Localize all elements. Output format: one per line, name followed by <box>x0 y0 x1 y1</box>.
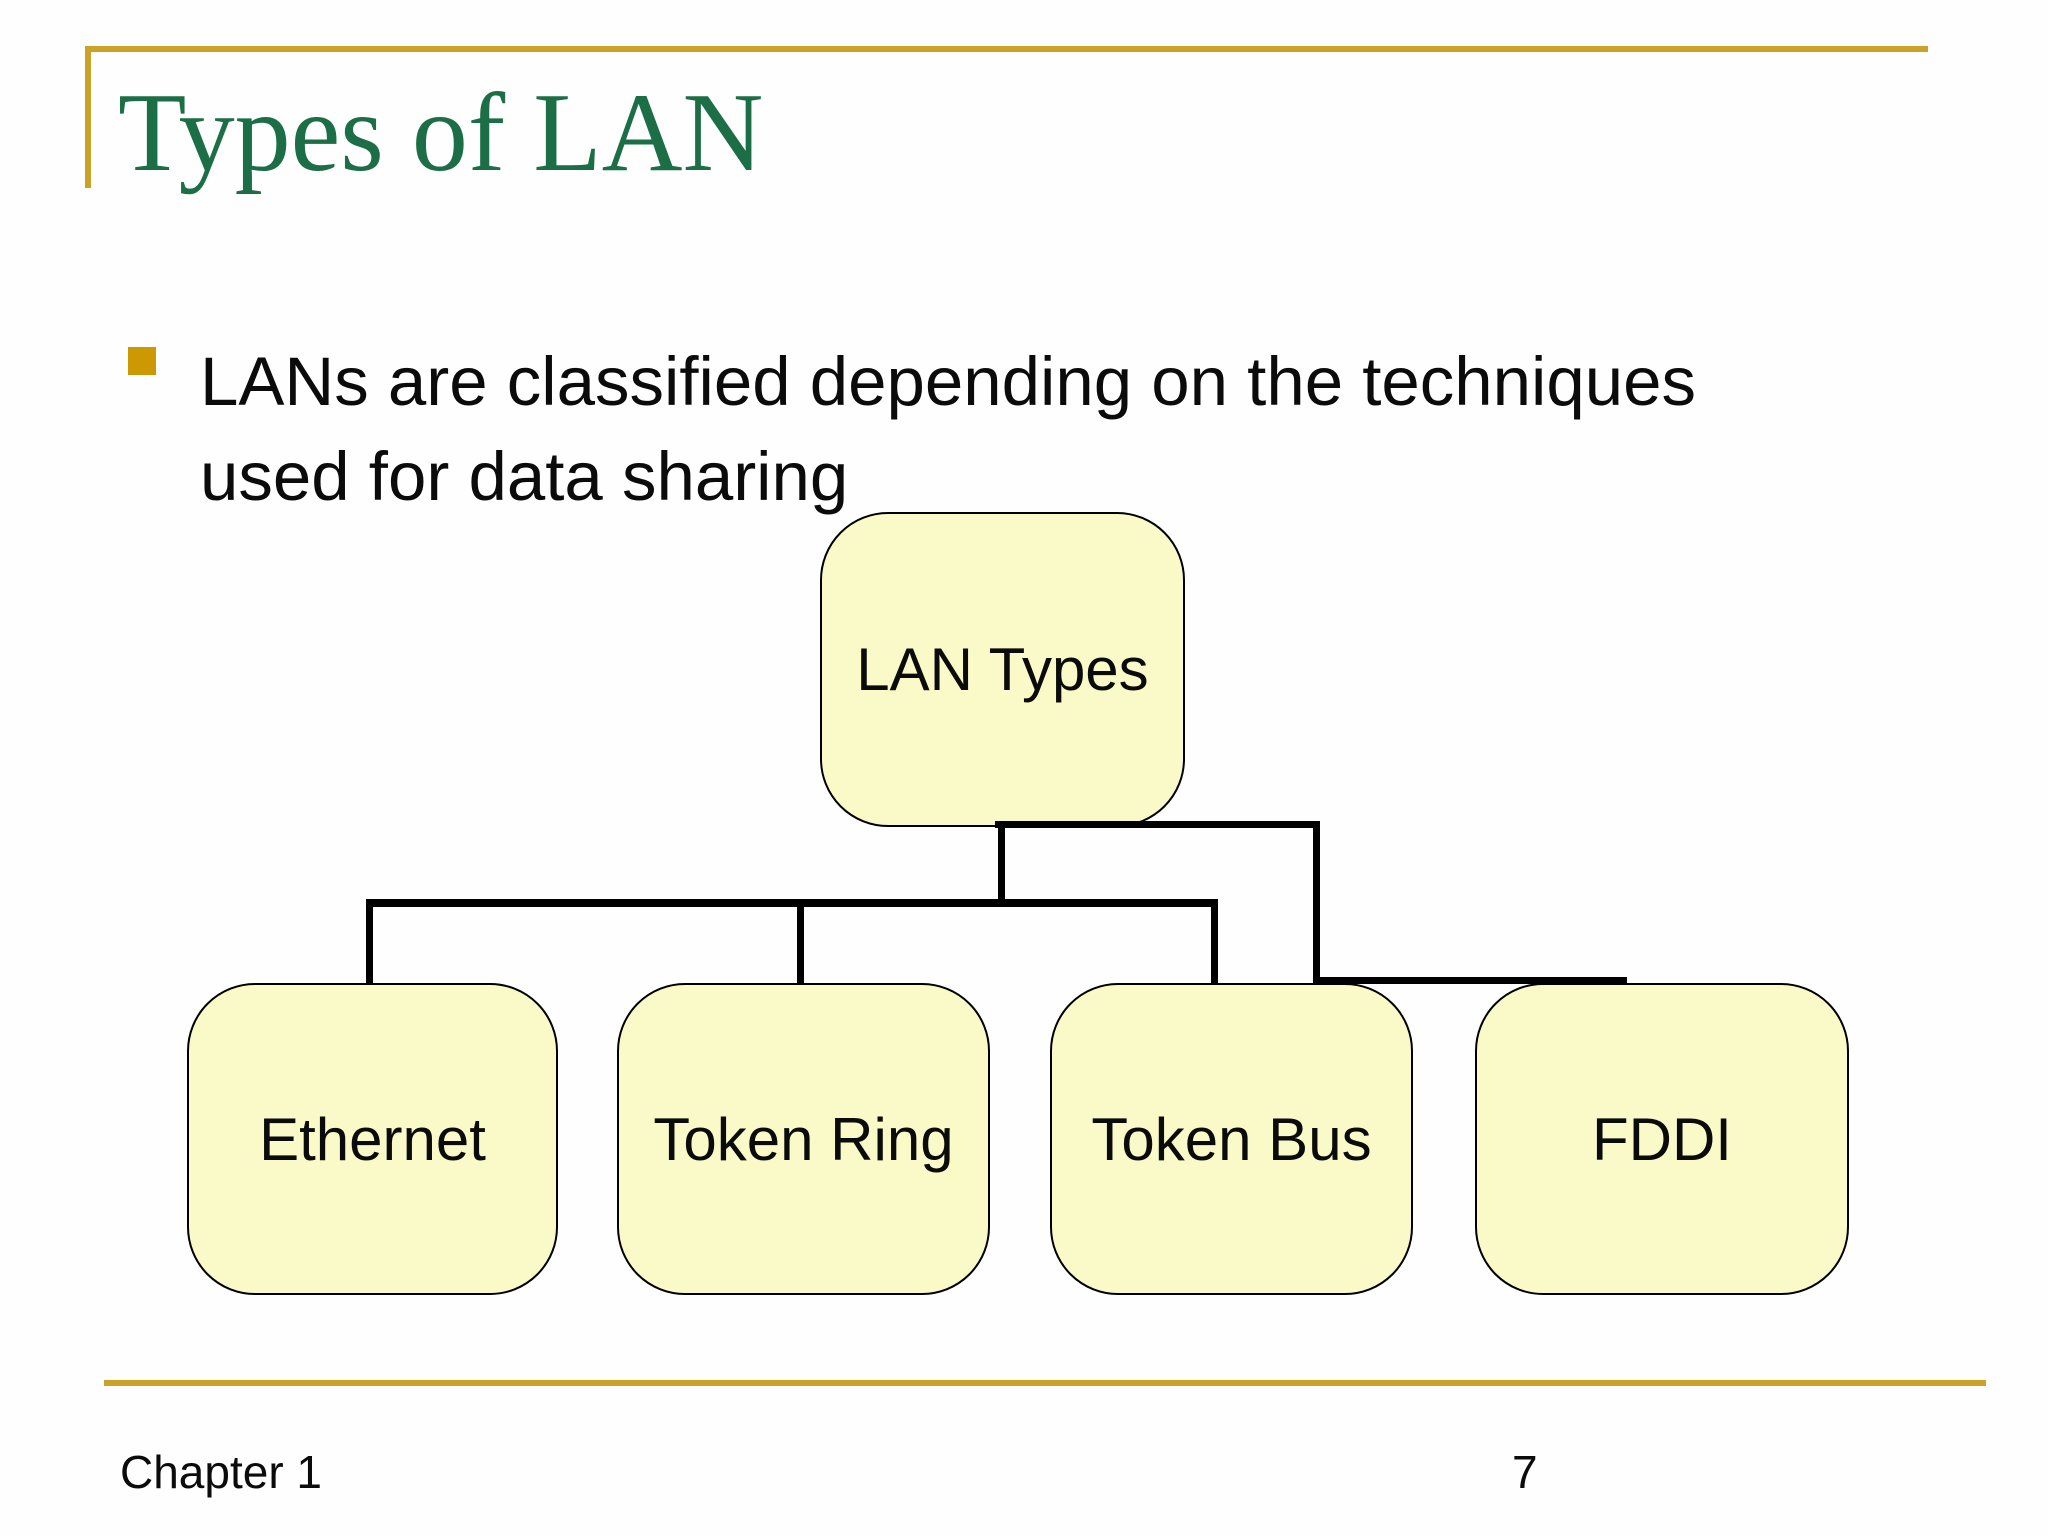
connector-fddi-bottom-segment <box>1313 977 1627 984</box>
connector-horizontal-bus <box>366 899 1218 907</box>
diagram-node-token-ring-label: Token Ring <box>653 1105 954 1173</box>
diagram-node-token-ring: Token Ring <box>617 983 990 1295</box>
footer-page-number: 7 <box>1512 1446 1538 1498</box>
diagram-node-fddi: FDDI <box>1475 983 1849 1295</box>
bullet-square-icon <box>128 347 156 375</box>
diagram-node-lan-types: LAN Types <box>820 512 1185 827</box>
diagram-node-ethernet-label: Ethernet <box>259 1105 486 1173</box>
bottom-accent-line <box>104 1380 1986 1386</box>
connector-drop-ethernet <box>366 903 373 987</box>
connector-fddi-vertical-segment <box>1313 821 1320 984</box>
diagram-node-ethernet: Ethernet <box>187 983 558 1295</box>
connector-fddi-top-segment <box>995 821 1320 828</box>
top-accent-line <box>85 46 1928 52</box>
left-accent-line <box>85 46 91 188</box>
slide-title: Types of LAN <box>118 71 764 195</box>
diagram-node-token-bus-label: Token Bus <box>1091 1105 1372 1173</box>
bullet-line-1: LANs are classified depending on the tec… <box>200 343 1696 420</box>
bullet-paragraph: LANs are classified depending on the tec… <box>200 334 1940 524</box>
connector-drop-token-bus <box>1211 903 1218 987</box>
diagram-node-token-bus: Token Bus <box>1050 983 1413 1295</box>
connector-drop-token-ring <box>797 903 804 987</box>
diagram-node-lan-types-label: LAN Types <box>856 636 1149 703</box>
bullet-line-2: used for data sharing <box>200 438 849 515</box>
connector-root-stem <box>998 826 1005 907</box>
diagram-node-fddi-label: FDDI <box>1592 1105 1732 1173</box>
footer-chapter-label: Chapter 1 <box>120 1446 323 1498</box>
